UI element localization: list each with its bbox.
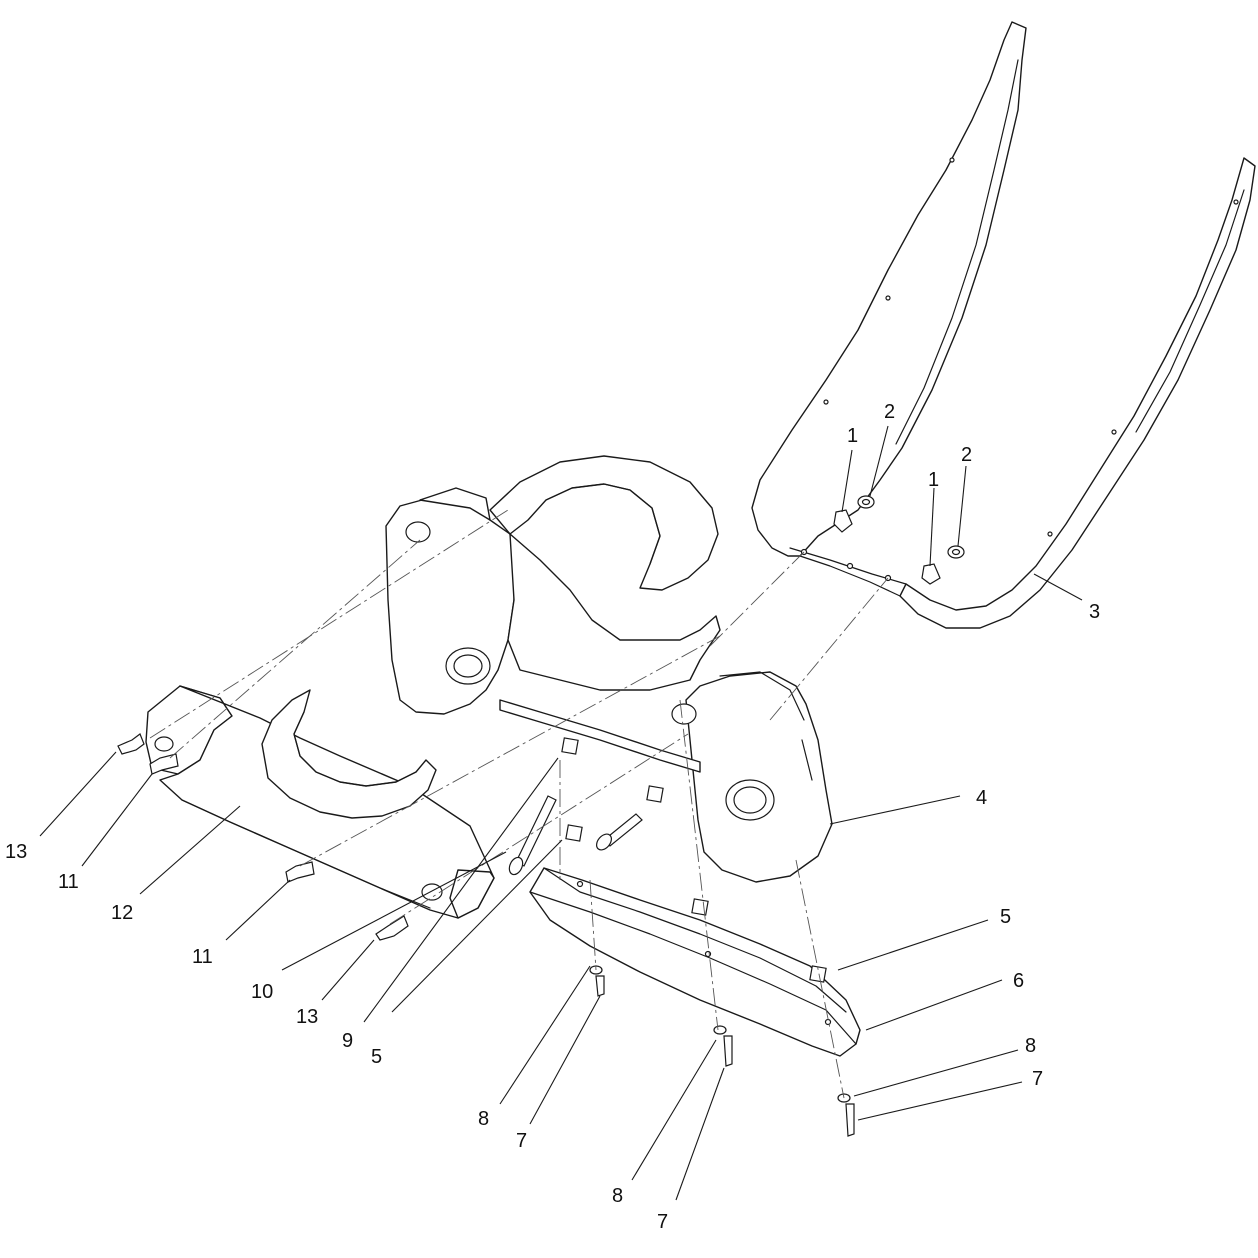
callout-9: 9 xyxy=(342,1030,353,1052)
callout-13: 13 xyxy=(5,841,27,863)
clip-part-1 xyxy=(921,563,941,585)
bolt-part-7 xyxy=(595,975,605,997)
fasteners xyxy=(117,733,855,1137)
alignment-centerlines xyxy=(149,509,889,1099)
callout-8: 8 xyxy=(478,1108,489,1130)
callout-4: 4 xyxy=(976,787,987,809)
nut-part-11 xyxy=(285,861,315,883)
housing-cradle-inner xyxy=(293,711,417,787)
washer-part-8 xyxy=(713,1025,727,1035)
frame-housing xyxy=(385,455,833,883)
scraper-bar-hole xyxy=(824,1018,832,1026)
callout-1: 1 xyxy=(847,425,858,447)
callout-3: 3 xyxy=(1089,601,1100,623)
scraper-bar xyxy=(529,867,861,1057)
handle-hole xyxy=(1111,429,1117,435)
handle-hole xyxy=(1233,199,1239,205)
callout-1: 1 xyxy=(928,469,939,491)
carriage-bolt-head xyxy=(508,856,524,876)
frame-left-bearing-hole xyxy=(445,647,491,685)
handle-hole xyxy=(846,562,854,570)
handle-left-inner-edge xyxy=(895,59,1019,445)
centerline xyxy=(149,509,509,739)
handle-assembly xyxy=(751,21,1256,629)
callout-5: 5 xyxy=(371,1046,382,1068)
scraper-bar-top-edge xyxy=(543,867,847,1013)
handle-hole xyxy=(1047,531,1053,537)
handle-hole xyxy=(823,399,829,405)
callout-7: 7 xyxy=(1032,1068,1043,1090)
frame-right-bearing-hole xyxy=(725,779,775,821)
callout-13: 13 xyxy=(296,1006,318,1028)
handle-hole xyxy=(949,157,955,163)
centerline xyxy=(679,699,719,1031)
nut-part-2-hole xyxy=(861,498,871,506)
frame-right-pivot-hole xyxy=(671,703,697,725)
handle-hardware xyxy=(833,495,965,585)
callout-8: 8 xyxy=(612,1185,623,1207)
centerline xyxy=(299,635,721,867)
bolt-part-13 xyxy=(375,915,409,941)
callout-7: 7 xyxy=(657,1211,668,1233)
frame-chute-ring-inner xyxy=(545,483,661,565)
frame-right-plate-detail xyxy=(719,671,813,781)
housing-right-hole xyxy=(421,883,443,901)
callout-5: 5 xyxy=(1000,906,1011,928)
handle-right-inner-edge xyxy=(1135,189,1245,433)
housing-top-edge xyxy=(181,799,431,909)
centerline xyxy=(169,539,421,759)
square-nut-part-9 xyxy=(561,737,579,755)
handle-left-tube xyxy=(751,21,1027,557)
square-nut-part-5 xyxy=(691,898,709,916)
bolt-part-13 xyxy=(117,733,145,755)
callout-2: 2 xyxy=(961,444,972,466)
frame-right-bearing-bore xyxy=(733,786,767,814)
leader-lines xyxy=(39,425,1083,1201)
handle-hole xyxy=(885,295,891,301)
callout-2: 2 xyxy=(884,401,895,423)
square-nut xyxy=(646,785,664,803)
square-nut-part-5 xyxy=(565,824,583,842)
callout-11: 11 xyxy=(192,946,213,968)
centerline xyxy=(769,577,889,721)
nut-part-2-hole xyxy=(951,548,961,556)
scraper-bar-hole xyxy=(704,950,712,958)
centerline xyxy=(389,733,689,925)
clip-part-1 xyxy=(833,509,853,533)
frame-left-bearing-bore xyxy=(453,654,483,678)
handle-crossbar xyxy=(789,547,907,597)
housing-right-end xyxy=(449,869,495,919)
callout-12: 12 xyxy=(111,902,133,924)
frame-left-pivot-hole xyxy=(405,521,431,543)
centerline xyxy=(589,879,597,971)
centerline xyxy=(795,859,845,1099)
bolt-part-7 xyxy=(723,1035,733,1067)
carriage-bolt-head xyxy=(596,833,612,851)
callout-11: 11 xyxy=(58,871,79,893)
callout-8: 8 xyxy=(1025,1035,1036,1057)
square-nut-part-5 xyxy=(809,965,827,983)
scraper-housing xyxy=(145,685,495,919)
scraper-bar-body xyxy=(529,867,861,1057)
scraper-bar-hole xyxy=(576,880,584,888)
callout-labels: 1 2 1 2 3 4 5 6 8 7 13 11 12 11 10 13 9 … xyxy=(5,401,1100,1233)
bolt-part-7 xyxy=(845,1103,855,1137)
frame-rear-tube xyxy=(419,487,491,521)
frame-crossbar xyxy=(499,699,701,773)
callout-10: 10 xyxy=(251,981,273,1003)
housing-left-hole xyxy=(154,736,174,752)
frame-center-body xyxy=(507,533,721,691)
frame-left-side-plate xyxy=(385,491,517,715)
callout-7: 7 xyxy=(516,1130,527,1152)
centerline xyxy=(709,551,805,647)
callout-6: 6 xyxy=(1013,970,1024,992)
frame-right-side-plate xyxy=(685,671,833,883)
